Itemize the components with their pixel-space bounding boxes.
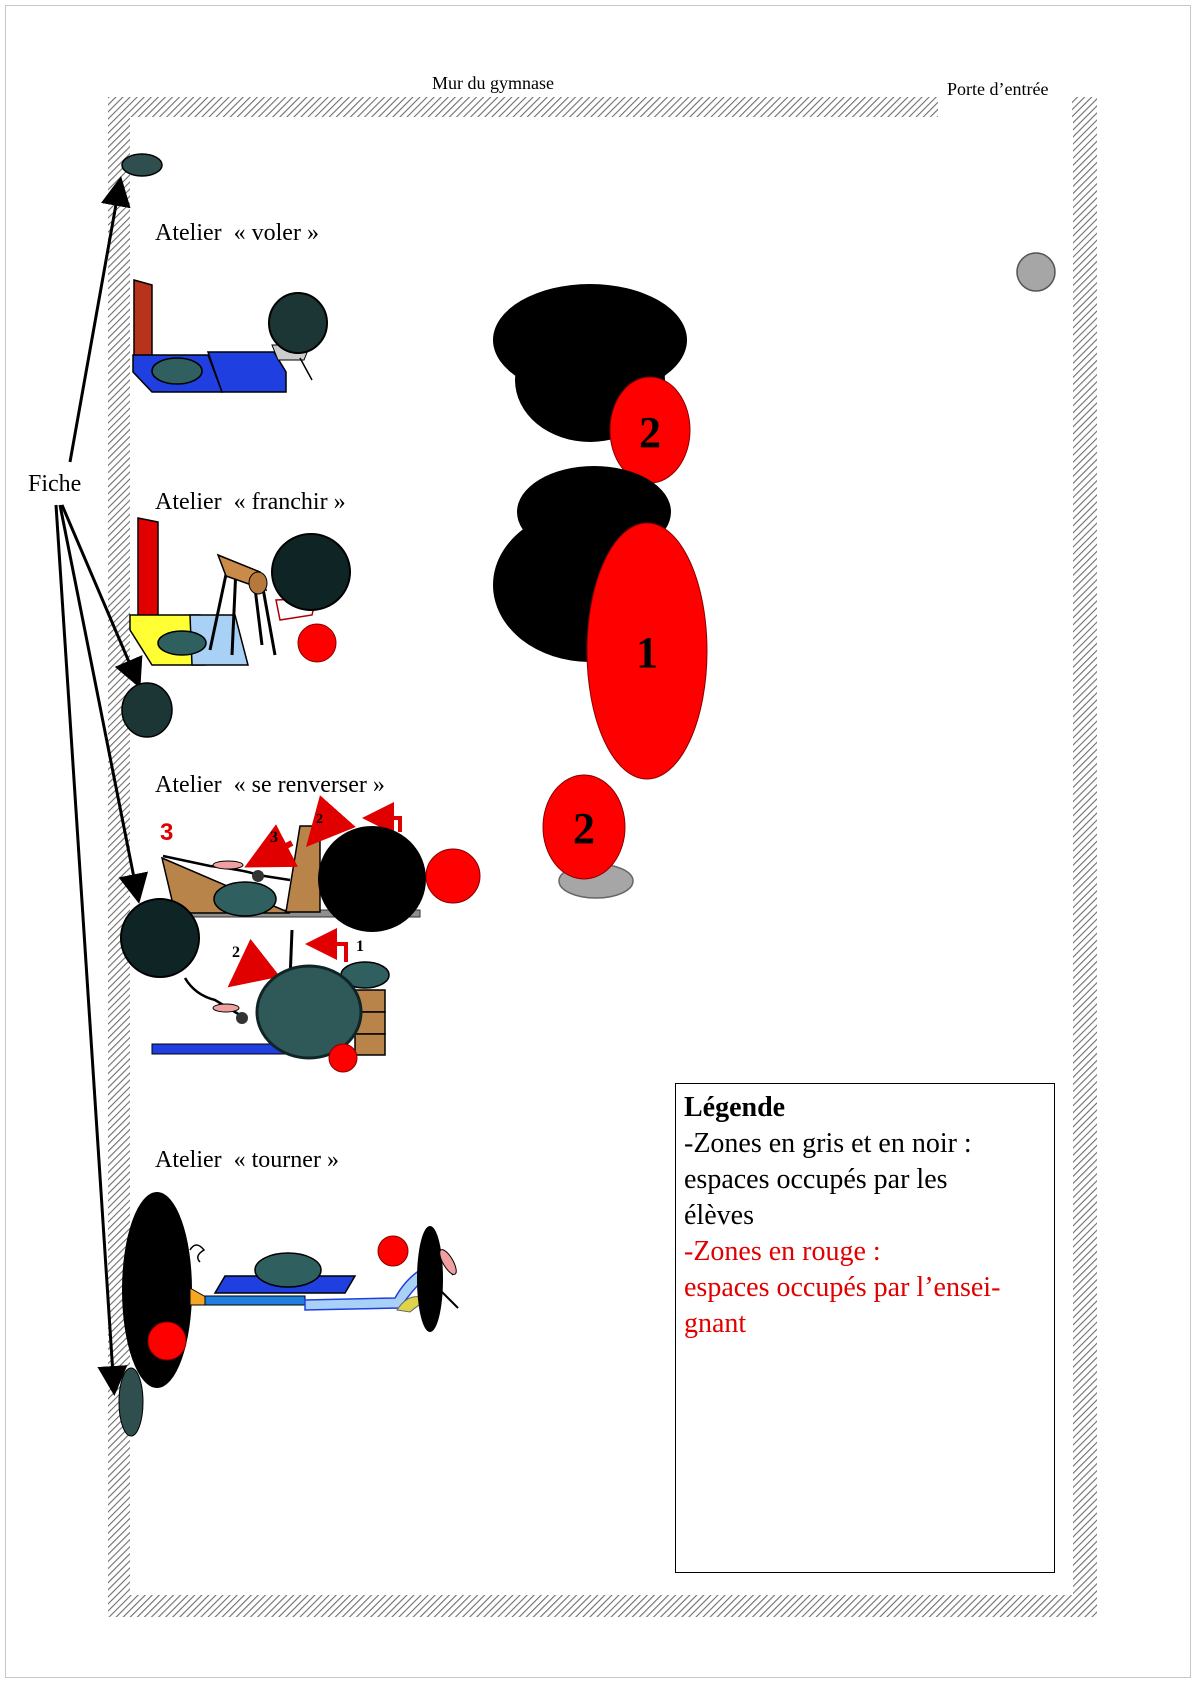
fiche-marker-tourner <box>118 1367 144 1437</box>
fiche-marker-top <box>121 153 163 177</box>
renverser-step-2-lower: 2 <box>232 944 240 961</box>
page-border <box>5 5 1191 1678</box>
renverser-lower-teacher-zone <box>328 1043 358 1073</box>
franchir-buck-end <box>248 571 268 595</box>
renverser-arrow-2 <box>306 795 356 847</box>
right-wall <box>1073 97 1097 1617</box>
tourner-left-student-zone <box>122 1192 192 1388</box>
legend-line-5: espaces occupés par l’ensei- <box>684 1272 1001 1303</box>
renverser-red-number: 3 <box>160 819 173 846</box>
renverser-lower-student-zone-2 <box>255 964 363 1060</box>
franchir-buck-leg4 <box>260 582 277 656</box>
franchir-student-zone <box>271 533 351 611</box>
wall-label: Mur du gymnase <box>432 73 554 93</box>
renverser-step-1-lower: 1 <box>356 938 364 955</box>
voler-springboard-leg <box>299 357 313 381</box>
renverser-upper-teacher-zone <box>425 848 481 904</box>
teacher-zone-bottom <box>542 774 626 880</box>
teacher-zone-top-number: 2 <box>639 408 661 457</box>
fiche-arrow-top <box>68 176 131 463</box>
legend-line-1: -Zones en gris et en noir : <box>684 1128 972 1159</box>
renverser-upper-marker <box>213 881 277 917</box>
fiche-arrows <box>54 176 149 1396</box>
renverser-lower-body <box>183 977 241 1017</box>
franchir-student-marker <box>157 630 207 656</box>
tourner-student-marker <box>254 1252 322 1288</box>
renverser-lower-student-zone <box>120 898 200 978</box>
franchir-teacher-zone <box>297 623 337 663</box>
legend-line-6: gnant <box>684 1308 747 1339</box>
legend-title: Légende <box>684 1092 786 1123</box>
teacher-zone-middle-number: 1 <box>636 628 658 677</box>
atelier-franchir-label: Atelier « franchir » <box>155 489 346 515</box>
renverser-step-2-upper: 2 <box>316 812 323 827</box>
renverser-step-3: 3 <box>270 829 278 846</box>
renverser-lower-box3 <box>354 1033 386 1056</box>
left-wall <box>108 97 130 1617</box>
renverser-upper-wedge <box>285 825 321 913</box>
legend-box: Légende -Zones en gris et en noir : espa… <box>675 1083 1055 1573</box>
renverser-arrow-1 <box>362 802 402 834</box>
fiche-arrow-renverser <box>58 504 149 904</box>
tourner-teacher-zone <box>377 1235 409 1267</box>
renverser-lower-arrow-1 <box>305 928 348 962</box>
tourner-mat-bottom <box>204 1295 306 1306</box>
gym-walls <box>108 97 1097 1617</box>
renverser-lower-mat <box>151 1043 293 1055</box>
tourner-right-arm <box>439 1249 457 1275</box>
legend-line-2: espaces occupés par les <box>684 1164 948 1195</box>
fiche-arrow-tourner <box>54 504 128 1396</box>
voler-student-marker <box>151 357 203 385</box>
atelier-voler-equipment <box>132 279 328 393</box>
voler-student-zone <box>268 292 328 354</box>
atelier-renverser-equipment: 3 3 2 2 1 <box>120 795 481 1073</box>
atelier-franchir-equipment <box>129 517 351 666</box>
atelier-voler-label: Atelier « voler » <box>155 220 319 246</box>
franchir-buck-leg1 <box>208 564 230 651</box>
renverser-arrow-3 <box>244 824 298 868</box>
renverser-lower-arrow-2 <box>227 938 281 988</box>
tourner-left-teacher-zone <box>147 1321 187 1361</box>
atelier-renverser-label: Atelier « se renverser » <box>155 772 385 798</box>
renverser-lower-arm <box>212 1003 240 1013</box>
fiche-marker-franchir <box>121 682 173 738</box>
atelier-tourner-equipment <box>122 1192 459 1388</box>
legend-line-3: élèves <box>684 1200 754 1231</box>
fiche-label: Fiche <box>28 471 81 497</box>
renverser-upper-student-zone <box>318 826 426 932</box>
legend-line-4: -Zones en rouge : <box>684 1236 881 1267</box>
top-wall <box>108 97 938 117</box>
atelier-tourner-label: Atelier « tourner » <box>155 1147 339 1173</box>
teacher-zone-bottom-number: 2 <box>573 804 595 853</box>
teacher-zone-middle <box>586 522 708 780</box>
voler-mat-right <box>206 351 287 393</box>
bottom-wall <box>108 1595 1097 1617</box>
central-zones: 2 1 2 <box>493 284 708 899</box>
renverser-lower-head <box>236 1012 248 1024</box>
renverser-upper-arm <box>212 860 244 870</box>
tourner-right-student-zone <box>417 1226 443 1332</box>
door-grey-zone <box>1016 252 1056 292</box>
franchir-buck-leg2 <box>230 567 238 656</box>
fiche-arrow-franchir <box>60 504 143 689</box>
renverser-upper-head <box>252 870 264 882</box>
door-label: Porte d’entrée <box>947 79 1048 99</box>
tourner-figure <box>189 1244 206 1263</box>
